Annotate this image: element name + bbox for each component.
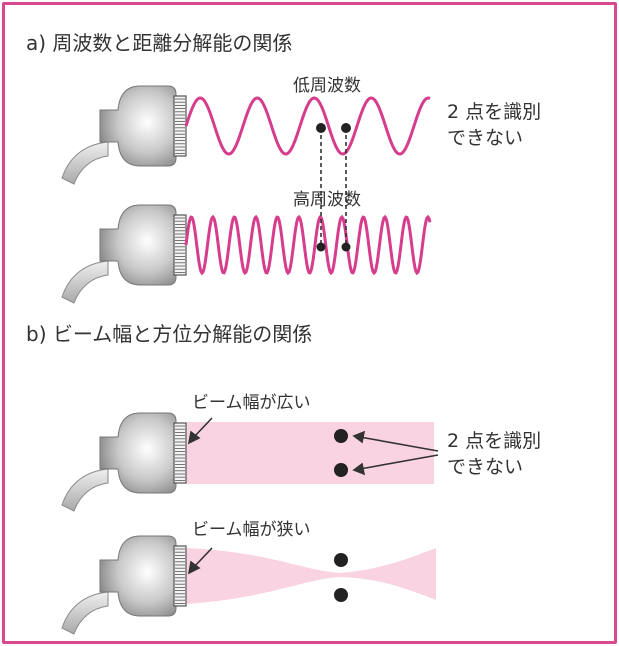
probe-cable — [61, 468, 109, 512]
probe-cable — [61, 141, 109, 185]
probe-3 — [61, 412, 187, 512]
arrow-wide-beam — [193, 417, 213, 438]
narrow-beam-target-1 — [334, 553, 348, 567]
probe-body — [99, 85, 177, 167]
section-a-note: 2 点を識別 できない — [447, 99, 541, 151]
low-frequency-label: 低周波数 — [293, 76, 361, 96]
wide-beam — [186, 422, 434, 484]
section-b-note-line2: できない — [447, 456, 524, 478]
section-a-note-line1: 2 点を識別 — [447, 101, 542, 123]
section-b-heading: b) ビーム幅と方位分解能の関係 — [26, 322, 313, 346]
section-a-note-line2: できない — [447, 127, 524, 149]
high-wave-point-2 — [341, 242, 351, 252]
low-wave-point-1 — [316, 123, 326, 133]
arrowhead-wide-beam — [187, 430, 201, 445]
high-wave-point-1 — [316, 242, 326, 252]
probe-cable — [61, 591, 109, 635]
narrow-beam-label: ビーム幅が狭い — [192, 520, 311, 540]
section-a-heading: a) 周波数と距離分解能の関係 — [26, 31, 293, 55]
arrowhead-target-2 — [352, 462, 366, 476]
section-b-note: 2 点を識別 できない — [447, 428, 541, 480]
wide-beam-target-2 — [334, 463, 348, 477]
probe-cable — [61, 260, 109, 304]
narrow-beam — [186, 548, 436, 604]
probe-body — [99, 535, 177, 617]
probe-body — [99, 412, 177, 494]
section-b-note-line1: 2 点を識別 — [447, 430, 542, 452]
wide-beam-target-1 — [334, 429, 348, 443]
narrow-beam-target-2 — [334, 588, 348, 602]
probe-face — [173, 545, 187, 607]
arrowhead-narrow-beam — [187, 560, 201, 575]
probe-1 — [61, 85, 187, 185]
wide-beam-label: ビーム幅が広い — [192, 393, 311, 413]
arrow-to-target-1 — [359, 436, 439, 452]
high-frequency-label: 高周波数 — [293, 190, 361, 210]
probe-2 — [61, 204, 187, 304]
probe-body — [99, 204, 177, 286]
arrow-to-target-2 — [359, 454, 439, 470]
arrowhead-target-1 — [352, 430, 366, 444]
low-frequency-wave — [184, 96, 431, 156]
high-frequency-wave — [184, 214, 432, 276]
probe-4 — [61, 535, 187, 635]
arrow-narrow-beam — [193, 547, 213, 568]
low-wave-point-2 — [341, 123, 351, 133]
